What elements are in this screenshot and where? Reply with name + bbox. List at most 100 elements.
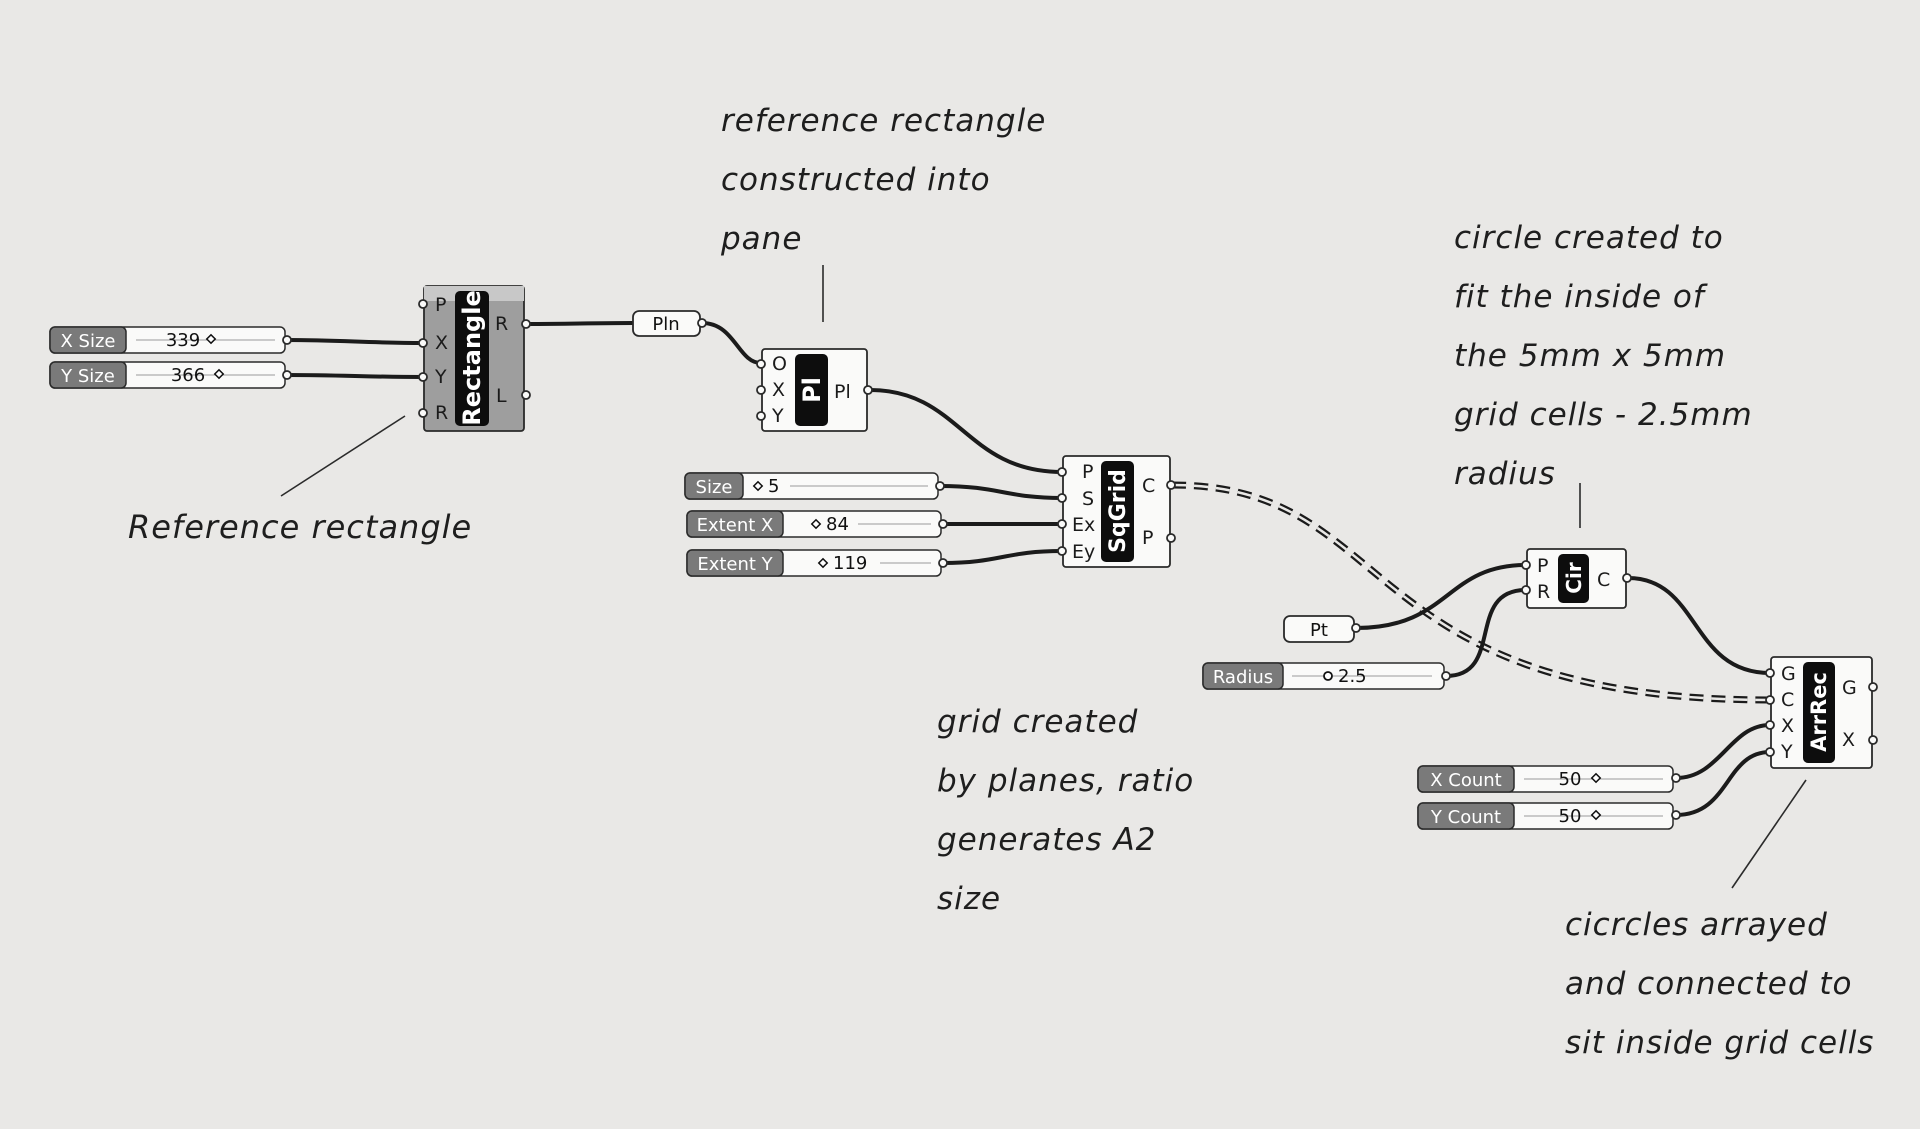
output-c[interactable]: C <box>1142 475 1155 497</box>
note-circle: circle created to fit the inside of the … <box>1454 220 1753 492</box>
slider-size[interactable]: Size 5 <box>684 472 945 500</box>
slider-grip-icon[interactable] <box>817 557 829 569</box>
input-o[interactable]: O <box>772 353 787 375</box>
slider-extent-x[interactable]: Extent X 84 <box>686 510 948 538</box>
input-x[interactable]: X <box>772 379 785 401</box>
note-line: sit inside grid cells <box>1565 1025 1874 1061</box>
leader-lines <box>280 265 1807 889</box>
output-g[interactable]: G <box>1842 677 1857 699</box>
component-nickname: ArrRec <box>1807 672 1831 752</box>
input-ey[interactable]: Ey <box>1072 541 1095 563</box>
note-line: radius <box>1454 456 1556 492</box>
slider-y-size[interactable]: Y Size 366 <box>49 361 292 389</box>
wire-rectangle-to-pln <box>525 321 635 326</box>
slider-value: 5 <box>768 476 779 497</box>
output-p[interactable]: P <box>1142 527 1153 549</box>
note-line: fit the inside of <box>1454 279 1708 315</box>
input-c[interactable]: C <box>1781 689 1794 711</box>
slider-label: Radius <box>1213 667 1273 688</box>
slider-grip-icon[interactable] <box>752 480 764 492</box>
note-line: the 5mm x 5mm <box>1454 338 1726 374</box>
output-c[interactable]: C <box>1597 569 1610 591</box>
output-x[interactable]: X <box>1842 729 1855 751</box>
slider-label: Extent Y <box>697 554 773 575</box>
slider-grip-icon[interactable] <box>1323 671 1333 681</box>
slider-label: Y Size <box>60 366 115 387</box>
input-ex[interactable]: Ex <box>1072 514 1095 536</box>
component-nickname: Rectangle <box>458 290 486 425</box>
component-sqgrid[interactable]: SqGrid P S Ex Ey C P <box>1057 455 1176 568</box>
note-reference-rectangle: Reference rectangle <box>128 508 472 546</box>
slider-grip-icon[interactable] <box>1590 809 1602 821</box>
output-l[interactable]: L <box>496 385 507 407</box>
note-line: by planes, ratio <box>937 763 1194 799</box>
param-pt[interactable]: Pt <box>1283 615 1361 643</box>
slider-value: 50 <box>1559 769 1582 790</box>
wires <box>285 321 1772 817</box>
input-g[interactable]: G <box>1781 663 1796 685</box>
input-p[interactable]: P <box>1082 461 1093 483</box>
note-plane: reference rectangle constructed into pan… <box>720 103 1045 257</box>
input-p[interactable]: P <box>435 294 446 316</box>
input-y[interactable]: Y <box>771 405 784 427</box>
note-line: generates A2 <box>937 822 1156 858</box>
leader-reference-rectangle <box>280 415 406 497</box>
wire-size-to-sqgrid <box>938 484 1064 500</box>
wire-extenty-to-sqgrid <box>941 549 1064 565</box>
slider-label: X Count <box>1430 770 1502 791</box>
input-p[interactable]: P <box>1537 555 1548 577</box>
component-circle[interactable]: Cir P R C <box>1521 548 1632 609</box>
note-grid: grid created by planes, ratio generates … <box>937 704 1194 917</box>
component-arrrec[interactable]: ArrRec G C X Y G X <box>1765 656 1878 769</box>
wire-pln-to-plane <box>700 321 763 365</box>
wire-xsize-to-rectangle <box>285 338 425 345</box>
input-y[interactable]: Y <box>434 366 447 388</box>
wire-ysize-to-rectangle <box>285 373 425 379</box>
input-x[interactable]: X <box>435 332 448 354</box>
slider-grip-icon[interactable] <box>213 368 225 380</box>
slider-grip-icon[interactable] <box>1590 772 1602 784</box>
note-line: and connected to <box>1565 966 1852 1002</box>
slider-label: Extent X <box>697 515 774 536</box>
wire-xcount-to-arrrec <box>1674 723 1772 780</box>
input-r[interactable]: R <box>435 402 448 424</box>
component-rectangle[interactable]: Rectangle P X Y R R L <box>418 285 531 432</box>
slider-label: Size <box>696 477 733 498</box>
wire-ycount-to-arrrec <box>1674 750 1772 817</box>
wire-circle-to-arrrec <box>1626 576 1772 675</box>
component-plane[interactable]: Pl O X Y Pl <box>756 348 873 432</box>
slider-grip-icon[interactable] <box>205 333 217 345</box>
param-pln[interactable]: Pln <box>632 310 707 337</box>
slider-label: Y Count <box>1430 807 1501 828</box>
slider-extent-y[interactable]: Extent Y 119 <box>686 549 948 577</box>
note-line: size <box>937 881 1001 917</box>
input-s[interactable]: S <box>1082 488 1094 510</box>
note-line: grid cells - 2.5mm <box>1454 397 1753 433</box>
note-line: circle created to <box>1454 220 1724 256</box>
wire-sqgrid-to-arrrec-inner <box>1171 483 1771 702</box>
leader-array-note <box>1731 779 1807 889</box>
slider-grip-icon[interactable] <box>810 518 822 530</box>
input-x[interactable]: X <box>1781 715 1794 737</box>
output-pl[interactable]: Pl <box>834 381 851 403</box>
slider-y-count[interactable]: Y Count 50 <box>1417 802 1681 830</box>
param-label: Pln <box>652 314 679 335</box>
slider-x-count[interactable]: X Count 50 <box>1417 765 1681 793</box>
slider-x-size[interactable]: X Size 339 <box>49 326 292 354</box>
slider-label: X Size <box>60 331 115 352</box>
output-r[interactable]: R <box>495 313 508 335</box>
slider-radius[interactable]: Radius 2.5 <box>1202 662 1451 690</box>
wire-radius-to-circle <box>1444 588 1528 678</box>
note-line: grid created <box>937 704 1138 740</box>
slider-value: 339 <box>166 330 200 351</box>
note-line: Reference rectangle <box>128 508 472 546</box>
slider-value: 366 <box>171 365 205 386</box>
wire-plane-to-sqgrid <box>868 388 1064 474</box>
wire-pt-to-circle <box>1354 563 1528 630</box>
component-nickname: SqGrid <box>1106 469 1131 553</box>
slider-value: 119 <box>833 553 867 574</box>
input-y[interactable]: Y <box>1780 741 1793 763</box>
note-line: constructed into <box>721 162 991 198</box>
input-r[interactable]: R <box>1537 581 1550 603</box>
